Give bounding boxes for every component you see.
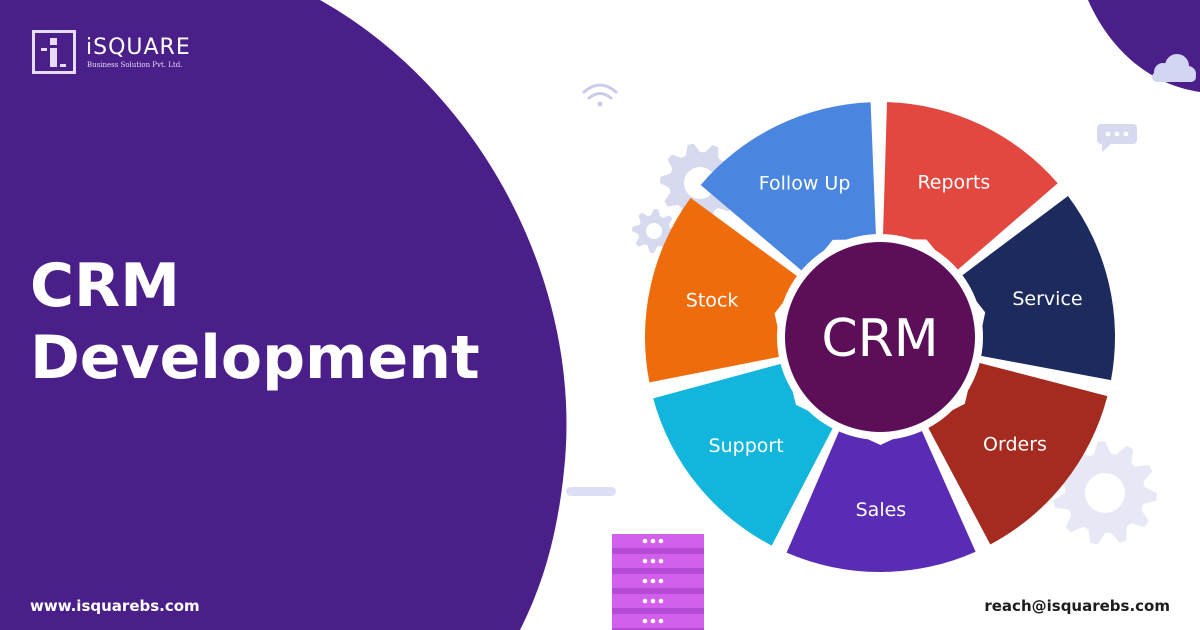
hub-circle xyxy=(785,242,975,432)
page-title: CRM Development xyxy=(30,250,480,394)
segment-label-reports: Reports xyxy=(917,172,990,194)
wheel-segment-service xyxy=(958,196,1115,381)
segment-label-service: Service xyxy=(1012,288,1082,310)
wheel-segment-reports xyxy=(882,102,1058,273)
segment-label-sales: Sales xyxy=(856,499,907,521)
wheel-segment-stock xyxy=(644,197,801,383)
decorative-pill xyxy=(566,487,616,496)
server-rack-icon xyxy=(612,534,704,630)
gear-hole xyxy=(1085,473,1125,513)
segment-label-support: Support xyxy=(709,435,784,457)
headline-line-2: Development xyxy=(30,323,480,393)
wheel-segment-follow-up xyxy=(700,102,877,274)
segment-label-orders: Orders xyxy=(983,434,1047,456)
hub-label: CRM xyxy=(821,309,938,369)
wheel-segment-orders xyxy=(926,361,1108,545)
logo-mark-icon xyxy=(32,30,76,74)
brand-name: iSQUARE xyxy=(86,35,191,60)
gear-hole xyxy=(646,223,662,239)
segment-label-stock: Stock xyxy=(686,290,739,312)
wheel-segment-support xyxy=(653,362,835,546)
headline-line-1: CRM xyxy=(30,251,180,321)
chat-bubble-icon xyxy=(1097,124,1137,152)
brand-tagline: Business Solution Pvt. Ltd. xyxy=(87,61,183,69)
wifi-icon xyxy=(582,83,618,107)
purple-panel xyxy=(0,0,567,630)
wheel-segment-sales xyxy=(786,426,976,572)
wheel-hub: CRM xyxy=(777,234,983,440)
website-link[interactable]: www.isquarebs.com xyxy=(30,597,200,615)
cloud-icon xyxy=(1152,54,1196,82)
email-link[interactable]: reach@isquarebs.com xyxy=(984,597,1170,615)
segment-label-follow-up: Follow Up xyxy=(759,172,851,194)
